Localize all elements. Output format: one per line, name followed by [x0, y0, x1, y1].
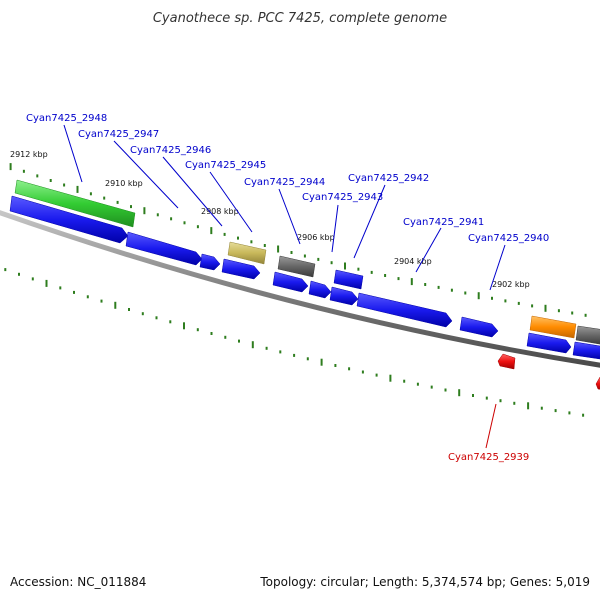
- gene-blue-8[interactable]: [356, 292, 453, 328]
- kbp-label: 2910 kbp: [105, 179, 143, 188]
- gene-blue-7[interactable]: [329, 286, 359, 306]
- gene-blue-3[interactable]: [199, 253, 221, 271]
- kbp-label: 2904 kbp: [394, 257, 432, 266]
- gene-cyan7425-2942[interactable]: [333, 269, 364, 290]
- leader-line: [162, 156, 223, 227]
- gene-cyan7425-2939[interactable]: [497, 353, 516, 370]
- leader-line: [489, 244, 506, 291]
- leader-line: [331, 204, 339, 253]
- gene-label[interactable]: Cyan7425_2946: [130, 145, 211, 156]
- gene-blue-10[interactable]: [526, 332, 572, 354]
- gene-label[interactable]: Cyan7425_2943: [302, 192, 383, 203]
- outer-tick-marks: [9, 163, 587, 317]
- leader-line: [63, 124, 83, 183]
- gene-track-outer: [14, 179, 600, 345]
- kbp-label: 2902 kbp: [492, 280, 530, 289]
- gene-orange-right[interactable]: [529, 315, 577, 339]
- gene-blue-11[interactable]: [572, 341, 600, 360]
- kbp-label: 2908 kbp: [201, 207, 239, 216]
- label-leader-lines: [63, 124, 506, 449]
- accession-text: Accession: NC_011884: [10, 575, 146, 589]
- gene-blue-5[interactable]: [272, 271, 309, 293]
- gene-label[interactable]: Cyan7425_2942: [348, 173, 429, 184]
- leader-line: [485, 403, 497, 449]
- leader-line: [113, 140, 179, 209]
- gene-label[interactable]: Cyan7425_2944: [244, 177, 325, 188]
- gene-cyan7425-2944[interactable]: [277, 255, 316, 278]
- gene-gray-right[interactable]: [575, 325, 600, 345]
- gene-blue-9[interactable]: [459, 316, 499, 338]
- map-title: Cyanothece sp. PCC 7425, complete genome: [153, 11, 447, 26]
- gene-blue-2[interactable]: [125, 231, 203, 266]
- kbp-labels: 2912 kbp 2910 kbp 2908 kbp 2906 kbp 2904…: [10, 150, 530, 289]
- gene-label[interactable]: Cyan7425_2940: [468, 233, 549, 244]
- gene-label[interactable]: Cyan7425_2939: [448, 452, 529, 463]
- kbp-label: 2912 kbp: [10, 150, 48, 159]
- kbp-label: 2906 kbp: [297, 233, 335, 242]
- gene-cyan7425-2945[interactable]: [227, 241, 267, 265]
- gene-label[interactable]: Cyan7425_2941: [403, 217, 484, 228]
- genome-summary-text: Topology: circular; Length: 5,374,574 bp…: [259, 575, 590, 589]
- gene-labels: Cyan7425_2948 Cyan7425_2947 Cyan7425_294…: [26, 113, 549, 463]
- gene-label[interactable]: Cyan7425_2948: [26, 113, 107, 124]
- gene-track-red: [497, 353, 600, 390]
- gene-blue-4[interactable]: [221, 258, 261, 280]
- gene-label[interactable]: Cyan7425_2945: [185, 160, 266, 171]
- gene-blue-6[interactable]: [308, 280, 332, 299]
- gene-cyan7425-2948[interactable]: [14, 179, 136, 228]
- inner-tick-marks: [4, 268, 585, 417]
- gene-track-inner: [9, 195, 600, 360]
- leader-line: [278, 188, 301, 245]
- leader-line: [353, 184, 386, 259]
- genome-backbone: [0, 210, 600, 368]
- gene-label[interactable]: Cyan7425_2947: [78, 129, 159, 140]
- gene-red-right[interactable]: [595, 376, 600, 390]
- leader-line: [209, 171, 253, 233]
- gene-blue-1[interactable]: [9, 195, 129, 244]
- leader-line: [415, 227, 442, 273]
